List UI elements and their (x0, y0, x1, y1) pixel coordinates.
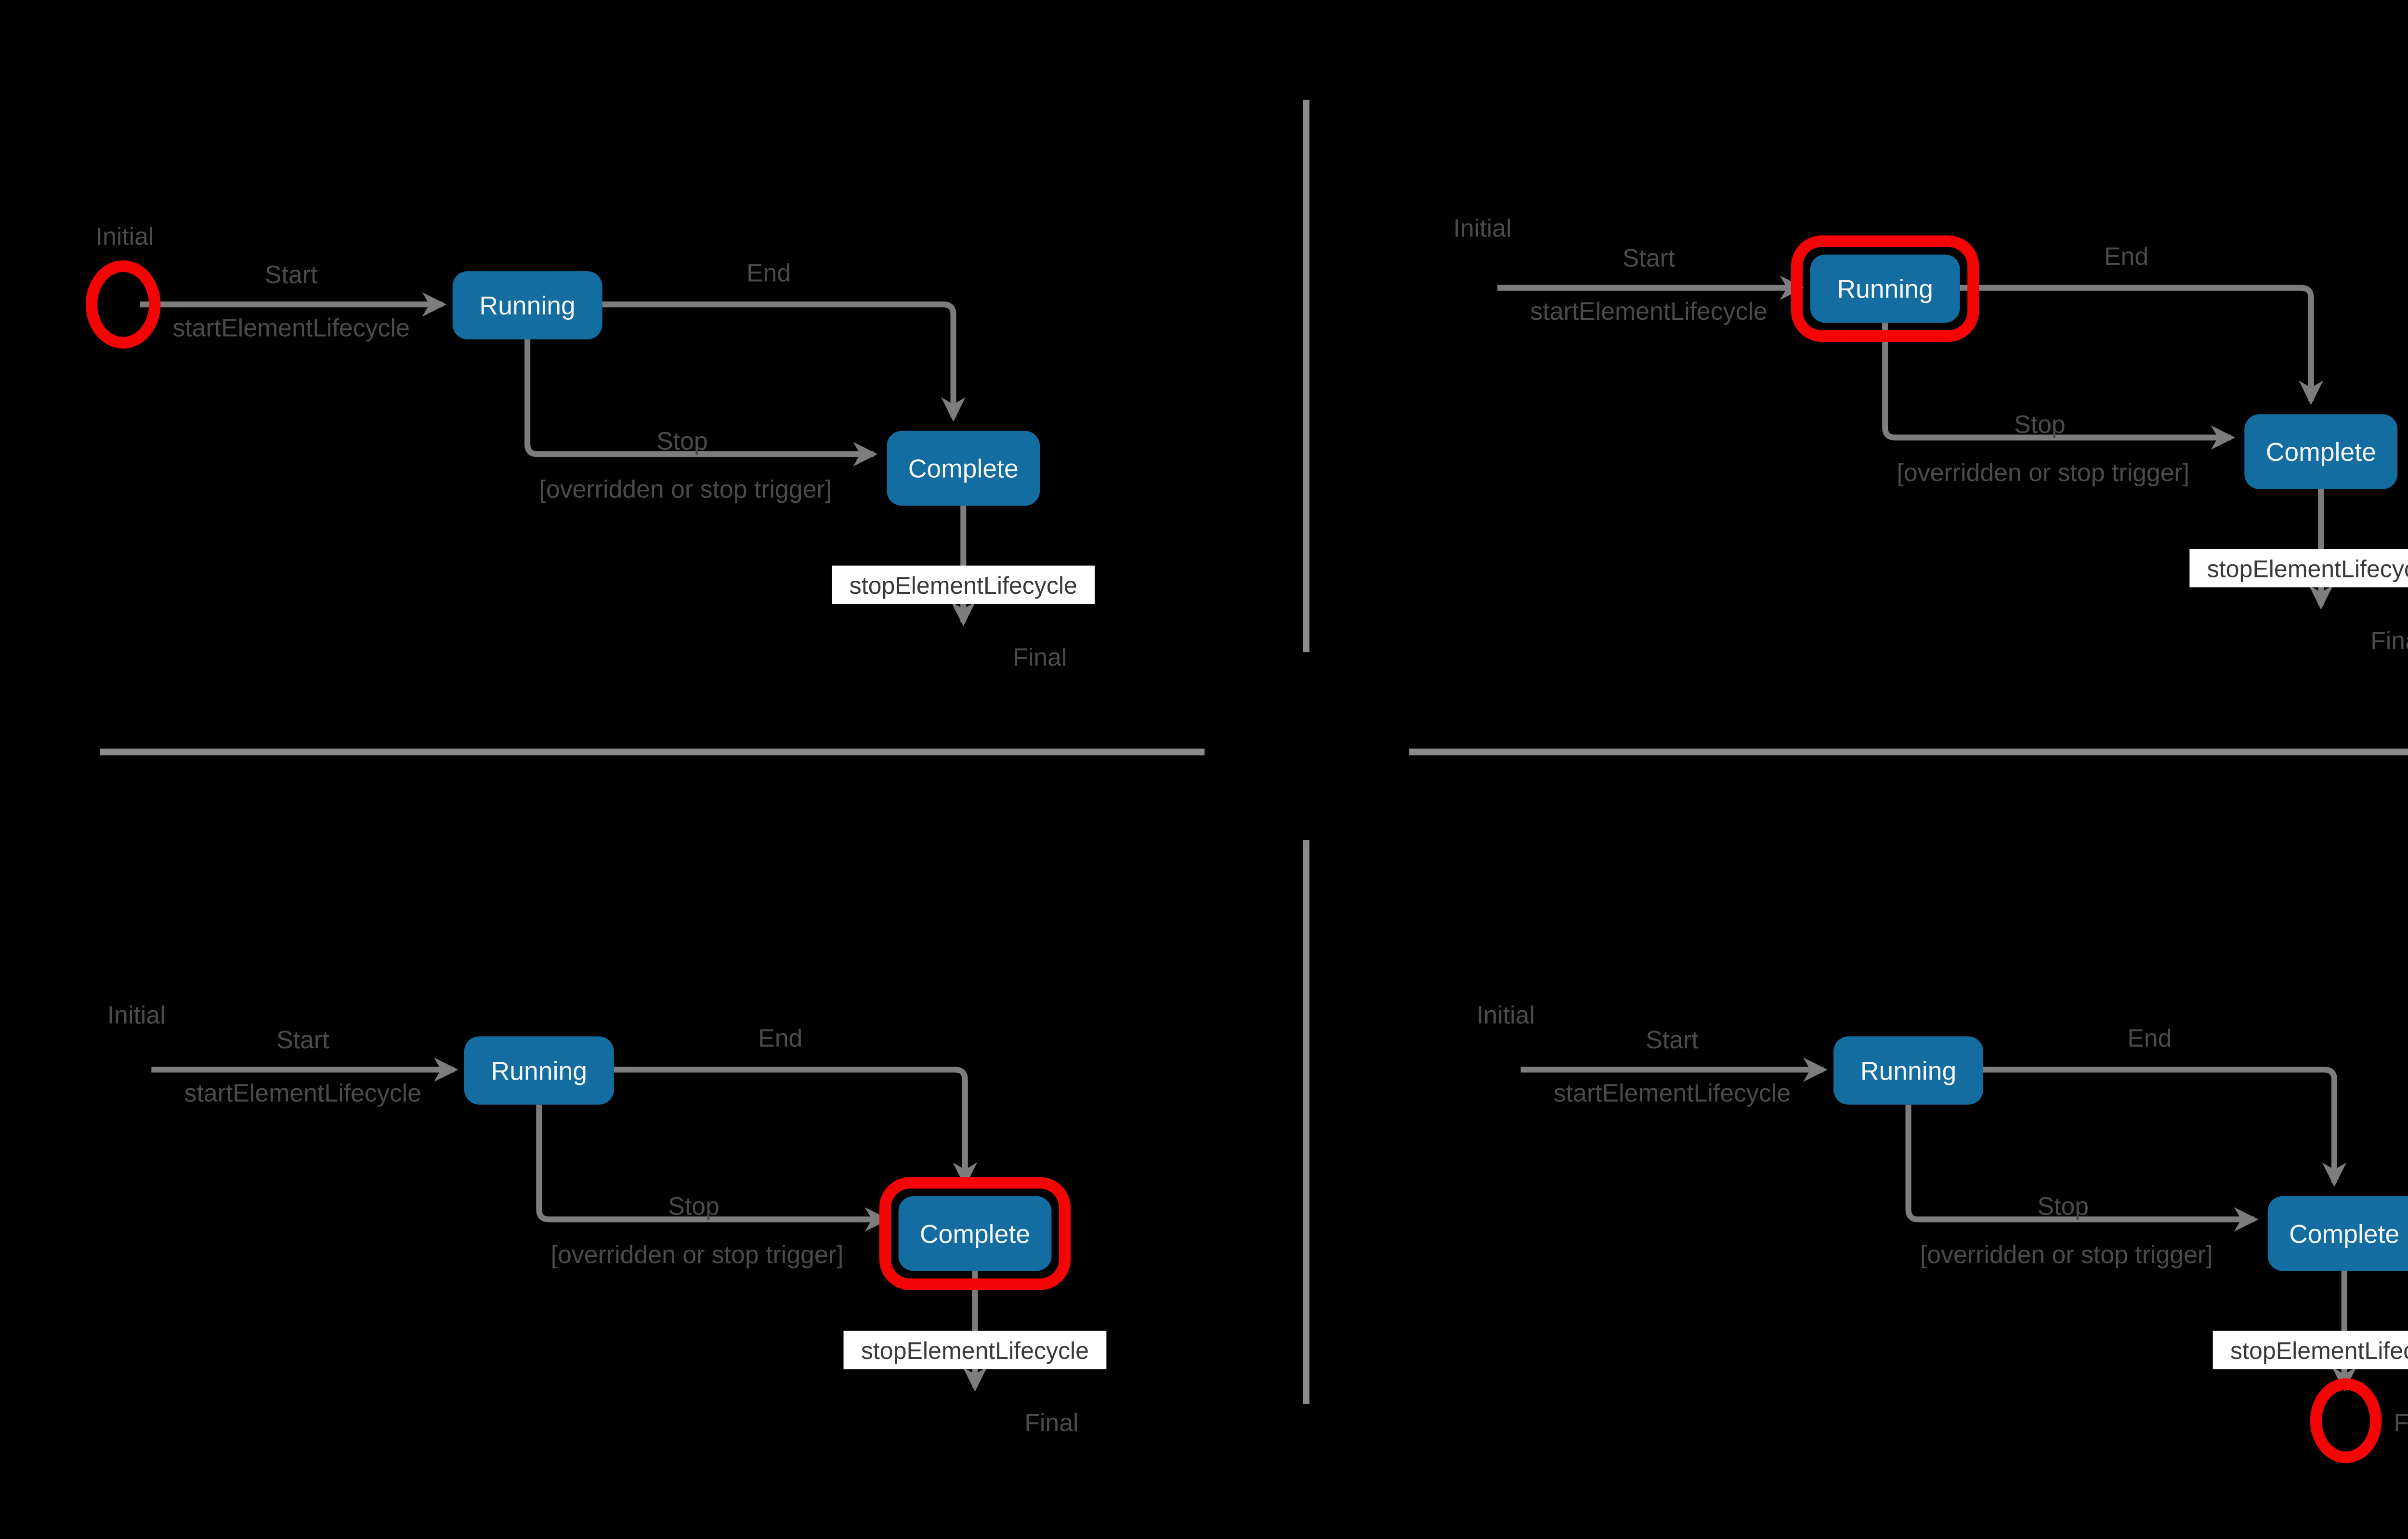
complete-state (2267, 1196, 2408, 1271)
complete-state-label: Complete (2266, 438, 2376, 467)
initial-state-node (1489, 1055, 1519, 1085)
initial-state-node (119, 1055, 150, 1085)
running-state-label: Running (1837, 275, 1933, 304)
end-trigger-label: End (2127, 1024, 2172, 1052)
stop-trigger-label: Stop (668, 1192, 720, 1220)
final-state-node (950, 639, 980, 669)
complete-state-label: Complete (2289, 1220, 2399, 1249)
start-action-label: startElementLifecycle (1530, 297, 1767, 325)
end-trigger-label: End (758, 1024, 802, 1052)
initial-state-label: Initial (96, 222, 154, 250)
running-state (1833, 1036, 1984, 1105)
lifecycle-diagram-final-highlighted: Initial Start startElementLifecycle End … (1477, 1001, 2408, 1463)
end-trigger-label: End (2104, 242, 2148, 270)
stop-transition-arrow (1905, 1104, 2259, 1232)
stop-guard-label: [overridden or stop trigger] (539, 475, 832, 503)
lifecycle-diagram-initial-highlighted: Initial Start startElementLifecycle End … (85, 222, 1095, 671)
initial-state-label: Initial (107, 1001, 166, 1029)
divider-vertical-top (1303, 100, 1309, 652)
running-state-label: Running (1860, 1057, 1956, 1085)
stop-action-box (2189, 549, 2408, 587)
complete-state (898, 1196, 1052, 1271)
initial-state-node (108, 289, 138, 320)
end-transition-arrow (1983, 1067, 2347, 1187)
stop-action-box (2212, 1330, 2408, 1369)
final-state-node (961, 1404, 992, 1434)
highlight-ring-running (1791, 235, 1979, 342)
stop-trigger-label: Stop (656, 427, 708, 455)
final-state-node (2331, 1404, 2361, 1434)
stop-transition-arrow (536, 1104, 890, 1232)
running-state-label: Running (479, 292, 575, 320)
end-transition-arrow (614, 1067, 978, 1187)
running-state (452, 271, 602, 339)
divider-horizontal-left (100, 748, 1205, 755)
initial-state-label: Initial (1453, 214, 1512, 242)
final-state-node (2307, 622, 2338, 652)
stop-action-box (843, 1330, 1107, 1369)
running-state (1810, 254, 1960, 323)
stop-guard-label: [overridden or stop trigger] (551, 1240, 844, 1268)
stop-action-label: stopElementLifecycle (861, 1337, 1089, 1364)
initial-state-node (1466, 273, 1496, 303)
stop-guard-label: [overridden or stop trigger] (1920, 1240, 2213, 1268)
running-state (464, 1036, 614, 1105)
initial-state-label: Initial (1477, 1001, 1535, 1029)
stop-transition-arrow (524, 339, 878, 467)
highlight-ring-complete (879, 1177, 1071, 1291)
complete-state-label: Complete (908, 455, 1019, 483)
final-state-label: Final (1013, 643, 1067, 671)
complete-state-label: Complete (920, 1220, 1030, 1249)
final-state-label: Final (2394, 1409, 2408, 1436)
stop-guard-label: [overridden or stop trigger] (1897, 458, 2190, 486)
stop-action-label: stopElementLifecycle (850, 572, 1077, 599)
lifecycle-diagrams-stage: Initial Start startElementLifecycle End … (85, 100, 2408, 1463)
stop-action-label: stopElementLifecycle (2207, 556, 2408, 583)
final-state-label: Final (2370, 626, 2408, 654)
divider-vertical-bottom (1303, 840, 1309, 1404)
lifecycle-diagram-complete-highlighted: Initial Start startElementLifecycle End … (107, 1001, 1107, 1436)
stop-trigger-label: Stop (2038, 1192, 2089, 1220)
end-transition-arrow (602, 301, 966, 422)
final-state-label: Final (1024, 1409, 1078, 1436)
complete-state (2244, 414, 2398, 489)
start-trigger-label: Start (1623, 244, 1675, 272)
start-action-label: startElementLifecycle (1554, 1079, 1791, 1107)
stop-action-box (832, 565, 1095, 604)
highlight-ring-initial (85, 260, 161, 349)
stop-action-label: stopElementLifecycle (2230, 1337, 2408, 1364)
start-trigger-label: Start (276, 1026, 329, 1054)
highlight-ring-final (2310, 1378, 2382, 1463)
end-transition-arrow (1960, 285, 2323, 405)
divider-horizontal-right (1409, 748, 2408, 755)
stop-transition-arrow (1882, 323, 2236, 450)
lifecycle-diagram-running-highlighted: Initial Start startElementLifecycle End … (1453, 214, 2408, 654)
start-action-label: startElementLifecycle (184, 1079, 421, 1107)
start-action-label: startElementLifecycle (172, 314, 409, 342)
running-state-label: Running (491, 1057, 587, 1085)
start-trigger-label: Start (265, 261, 318, 288)
stop-trigger-label: Stop (2014, 410, 2066, 438)
end-trigger-label: End (746, 259, 791, 287)
start-trigger-label: Start (1646, 1026, 1699, 1054)
complete-state (887, 430, 1040, 506)
